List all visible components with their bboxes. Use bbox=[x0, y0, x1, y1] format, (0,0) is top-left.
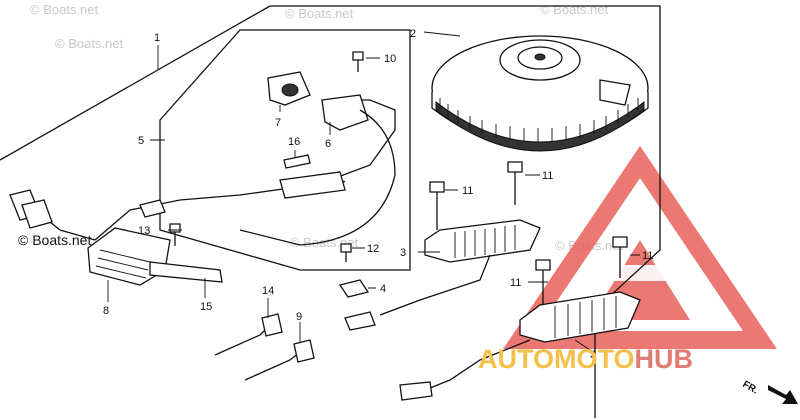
callout-11-a: 11 bbox=[462, 185, 473, 197]
callout-11-b: 11 bbox=[542, 170, 553, 182]
wire-harness bbox=[9, 99, 396, 241]
callout-11-d: 11 bbox=[642, 250, 653, 262]
flywheel bbox=[431, 35, 649, 152]
callout-10: 10 bbox=[384, 53, 396, 65]
brand-text: AUTOMOTOHUB bbox=[478, 344, 693, 374]
watermark-top-left: © Boats.net bbox=[30, 2, 99, 17]
exciter-coil-lower bbox=[399, 291, 641, 401]
front-label: FR. bbox=[741, 379, 761, 397]
cable-tie-9 bbox=[244, 339, 315, 381]
callout-5: 5 bbox=[138, 135, 144, 147]
fuse-16 bbox=[283, 154, 311, 169]
callout-1: 1 bbox=[154, 32, 160, 44]
callout-15: 15 bbox=[200, 301, 212, 313]
exciter-coil-upper bbox=[379, 219, 541, 316]
callout-2: 2 bbox=[410, 28, 416, 40]
fuse-holder-6 bbox=[239, 94, 396, 246]
callout-13: 13 bbox=[138, 225, 150, 237]
brand-triangle-gap bbox=[600, 265, 680, 281]
outer-frame bbox=[0, 5, 661, 418]
callout-3-lower: 3 bbox=[590, 349, 596, 361]
brand-part-hub: HUB bbox=[635, 344, 694, 374]
brand-triangle-outer bbox=[503, 145, 777, 349]
watermark-top-right: © Boats.net bbox=[540, 2, 609, 17]
brand-part-auto: AUTO bbox=[478, 344, 554, 374]
rectifier bbox=[87, 227, 223, 286]
front-direction-indicator: FR. bbox=[741, 379, 798, 404]
cable-tie-14 bbox=[214, 313, 283, 356]
front-arrow-icon bbox=[768, 385, 798, 404]
watermark-mid-left: © Boats.net bbox=[55, 36, 124, 51]
callout-8: 8 bbox=[103, 305, 109, 317]
callout-6: 6 bbox=[325, 138, 331, 150]
callout-3-upper: 3 bbox=[400, 247, 406, 259]
watermark-top-mid: © Boats.net bbox=[285, 6, 354, 21]
brand-part-moto: MOTO bbox=[554, 344, 635, 374]
callout-16: 16 bbox=[288, 136, 300, 148]
callout-12: 12 bbox=[367, 243, 379, 255]
leader-lines bbox=[107, 31, 640, 351]
callout-11-c: 11 bbox=[510, 277, 521, 289]
callout-4: 4 bbox=[380, 283, 386, 295]
callout-7: 7 bbox=[275, 117, 281, 129]
connector-plug bbox=[344, 311, 376, 331]
sub-assembly-frame bbox=[159, 29, 411, 271]
callout-14: 14 bbox=[262, 285, 274, 297]
connector-7 bbox=[267, 71, 311, 106]
watermark-left-dark: © Boats.net bbox=[18, 232, 91, 248]
callout-9: 9 bbox=[296, 311, 302, 323]
clamp-4 bbox=[338, 279, 370, 298]
